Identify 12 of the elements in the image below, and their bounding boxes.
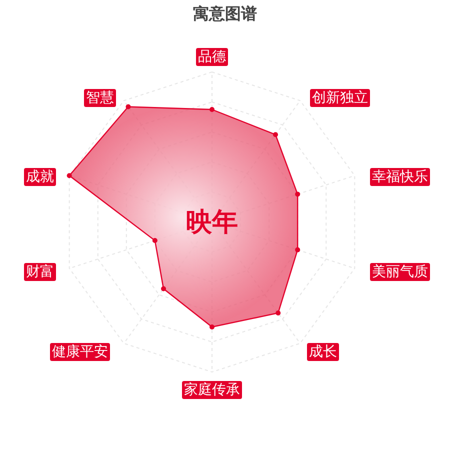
axis-label: 成长 — [307, 343, 339, 361]
axis-label: 幸福快乐 — [370, 168, 430, 186]
center-name: 映年 — [186, 206, 238, 240]
axis-label: 财富 — [24, 263, 56, 281]
axis-label: 创新独立 — [310, 89, 370, 107]
axis-label: 健康平安 — [50, 343, 110, 361]
axis-label: 智慧 — [84, 89, 116, 107]
axis-label: 美丽气质 — [370, 263, 430, 281]
axis-label: 成就 — [24, 168, 56, 186]
axis-label: 家庭传承 — [182, 381, 242, 399]
chart-title: 寓意图谱 — [193, 4, 257, 25]
axis-label: 品德 — [196, 48, 228, 66]
